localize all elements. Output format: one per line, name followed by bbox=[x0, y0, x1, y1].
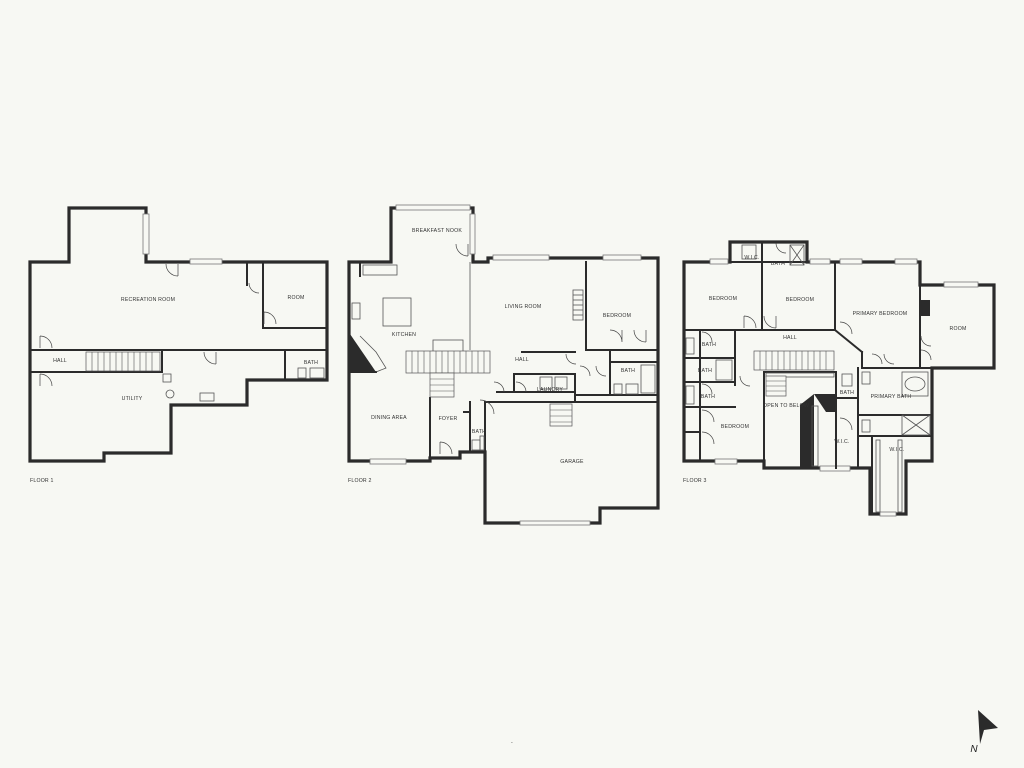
room-label: ROOM bbox=[950, 326, 967, 332]
room-label: BEDROOM bbox=[721, 424, 749, 430]
room-label: DINING AREA bbox=[371, 415, 407, 421]
room-label: RECREATION ROOM bbox=[121, 297, 175, 303]
room-label: BATH bbox=[304, 360, 318, 366]
floor-title: FLOOR 1 bbox=[30, 478, 54, 484]
room-label: BATH bbox=[702, 342, 716, 348]
stairs bbox=[85, 351, 161, 372]
room-label: BATH bbox=[771, 261, 785, 267]
room-label: W.I.C. bbox=[744, 255, 759, 261]
room-label: OPEN TO BELOW bbox=[763, 403, 809, 409]
floor-2-plan bbox=[347, 204, 660, 526]
room-label: LAUNDRY bbox=[537, 387, 563, 393]
room-label: FOYER bbox=[439, 416, 458, 422]
floor-1-plan bbox=[28, 206, 329, 463]
room-label: KITCHEN bbox=[392, 332, 416, 338]
room-label: ROOM bbox=[288, 295, 305, 301]
room-label: BATH bbox=[840, 390, 854, 396]
floor-title: FLOOR 2 bbox=[348, 478, 372, 484]
room-label: BATH bbox=[701, 394, 715, 400]
room-label: LIVING ROOM bbox=[505, 304, 542, 310]
floor-3-plan bbox=[682, 240, 996, 517]
room-label: UTILITY bbox=[122, 396, 143, 402]
room-label: BREAKFAST NOOK bbox=[412, 228, 462, 234]
footer-mark: - bbox=[511, 740, 513, 746]
room-label: GARAGE bbox=[560, 459, 584, 465]
room-label: PRIMARY BEDROOM bbox=[853, 311, 908, 317]
room-label: HALL bbox=[515, 357, 529, 363]
compass-label: N bbox=[970, 744, 978, 755]
room-label: BATH bbox=[698, 368, 712, 374]
room-label: BEDROOM bbox=[786, 297, 814, 303]
room-label: PRIMARY BATH bbox=[871, 394, 912, 400]
room-label: HALL bbox=[783, 335, 797, 341]
north-arrow-icon: N bbox=[970, 710, 998, 755]
room-label: W.I.C. bbox=[889, 447, 904, 453]
floor-title: FLOOR 3 bbox=[683, 478, 707, 484]
room-label: BEDROOM bbox=[709, 296, 737, 302]
stairs bbox=[753, 350, 835, 397]
room-labels: RECREATION ROOM ROOM HALL BATH UTILITY B… bbox=[53, 228, 966, 465]
stairs bbox=[405, 350, 573, 427]
room-label: W.I.C. bbox=[834, 439, 849, 445]
room-label: BATH bbox=[621, 368, 635, 374]
room-label: BATH bbox=[472, 429, 486, 435]
room-label: HALL bbox=[53, 358, 67, 364]
room-label: BEDROOM bbox=[603, 313, 631, 319]
